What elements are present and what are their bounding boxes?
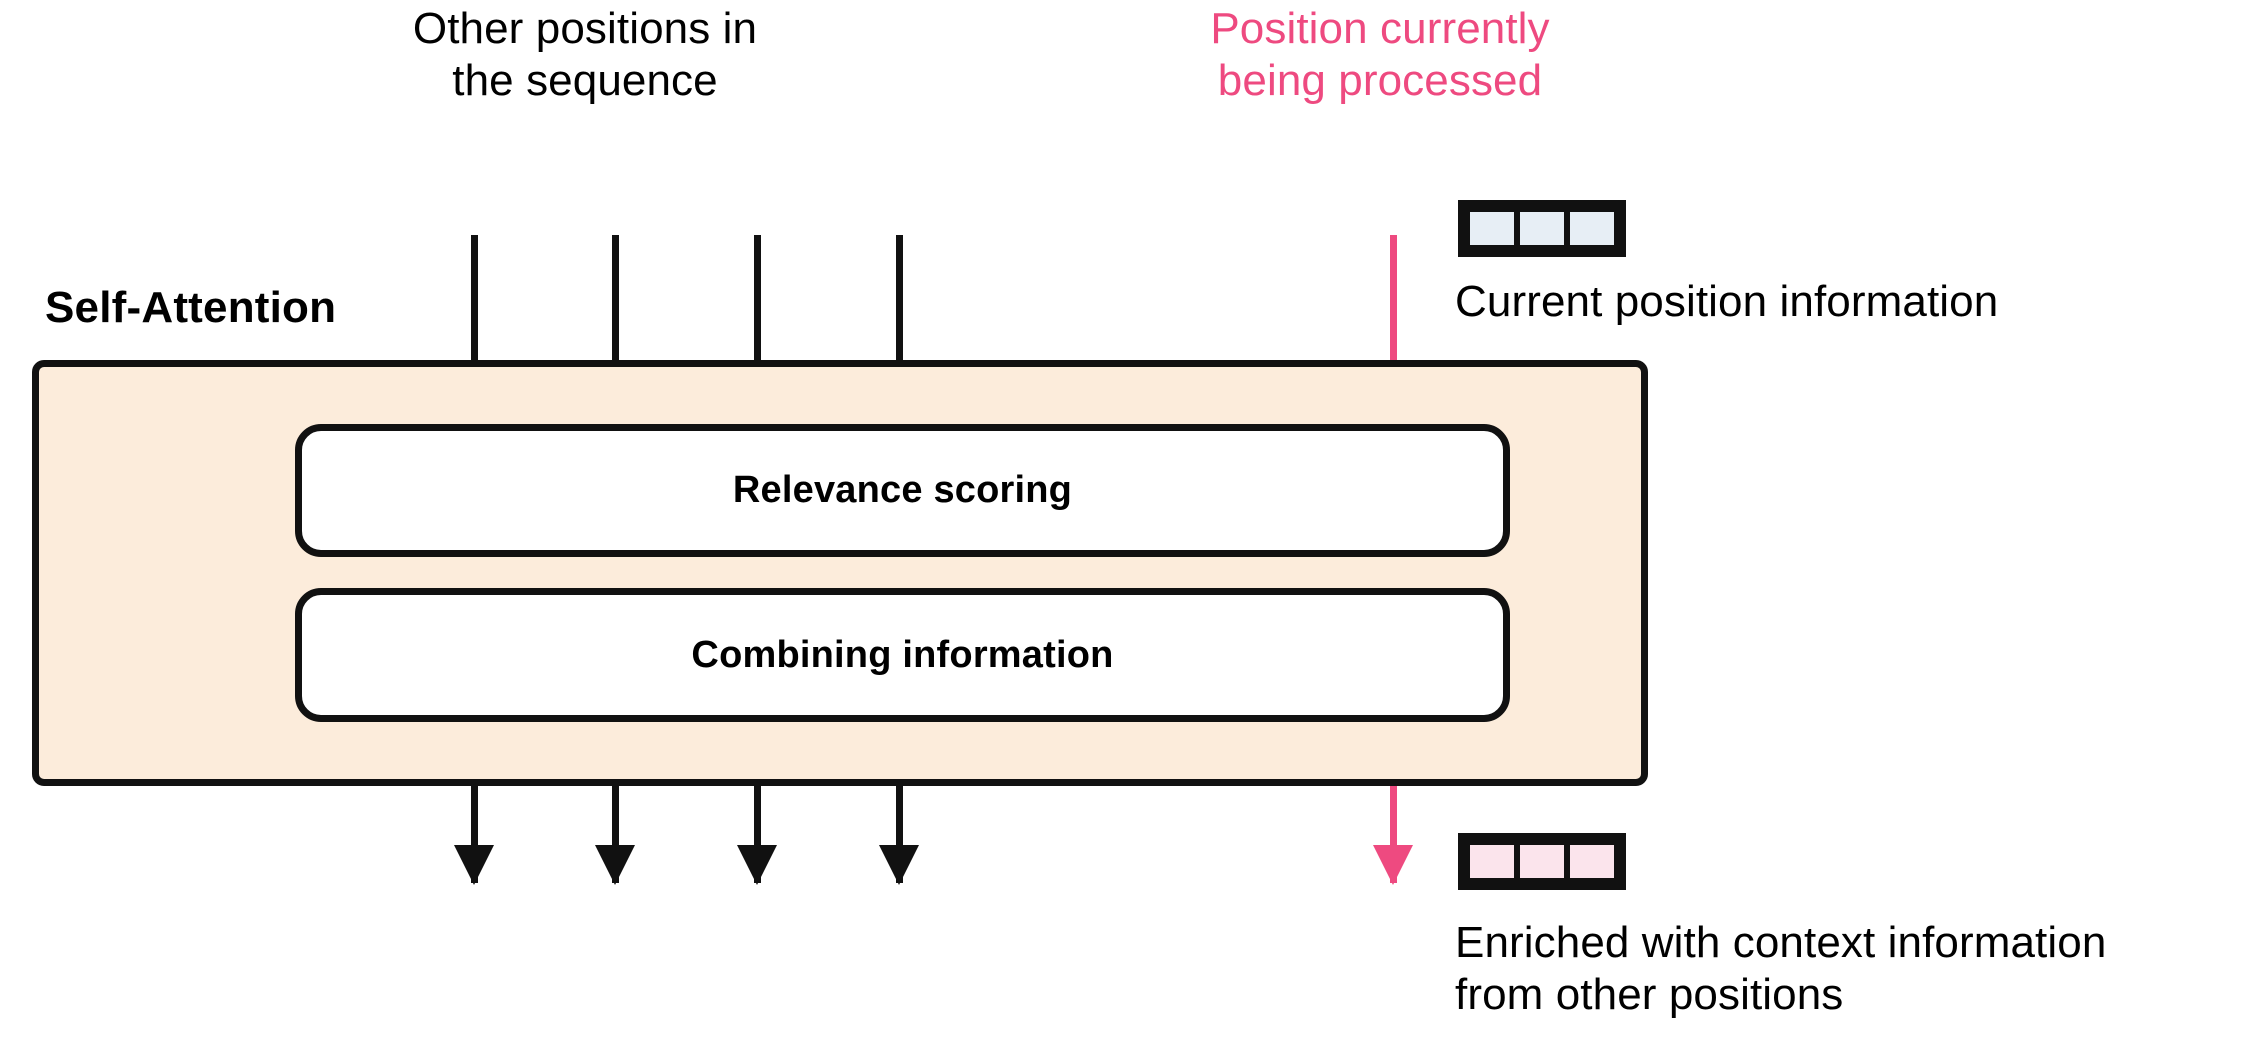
step-box-relevance-scoring: Relevance scoring — [295, 424, 1510, 557]
input-token-cell — [1520, 212, 1564, 245]
caption-current-position: Position currently being processed — [1210, 4, 1550, 105]
caption-other-positions: Other positions in the sequence — [412, 4, 758, 105]
input-token-cell — [1570, 212, 1614, 245]
stream-arrowhead-other-1 — [454, 845, 494, 885]
input-token-cell — [1470, 212, 1514, 245]
self-attention-label: Self-Attention — [45, 283, 337, 332]
output-token-cell — [1520, 845, 1564, 878]
stream-arrowhead-other-4 — [879, 845, 919, 885]
output-token-cell — [1470, 845, 1514, 878]
step-box-combining-information: Combining information — [295, 588, 1510, 722]
caption-current-position-information: Current position information — [1455, 277, 1999, 326]
output-token-cell — [1570, 845, 1614, 878]
stream-arrowhead-current-position — [1373, 845, 1413, 885]
input-token-cells — [1458, 200, 1626, 257]
caption-enriched-output: Enriched with context information from o… — [1455, 918, 2107, 1019]
output-token-cells — [1458, 833, 1626, 890]
stream-arrowhead-other-2 — [595, 845, 635, 885]
stream-arrowhead-other-3 — [737, 845, 777, 885]
